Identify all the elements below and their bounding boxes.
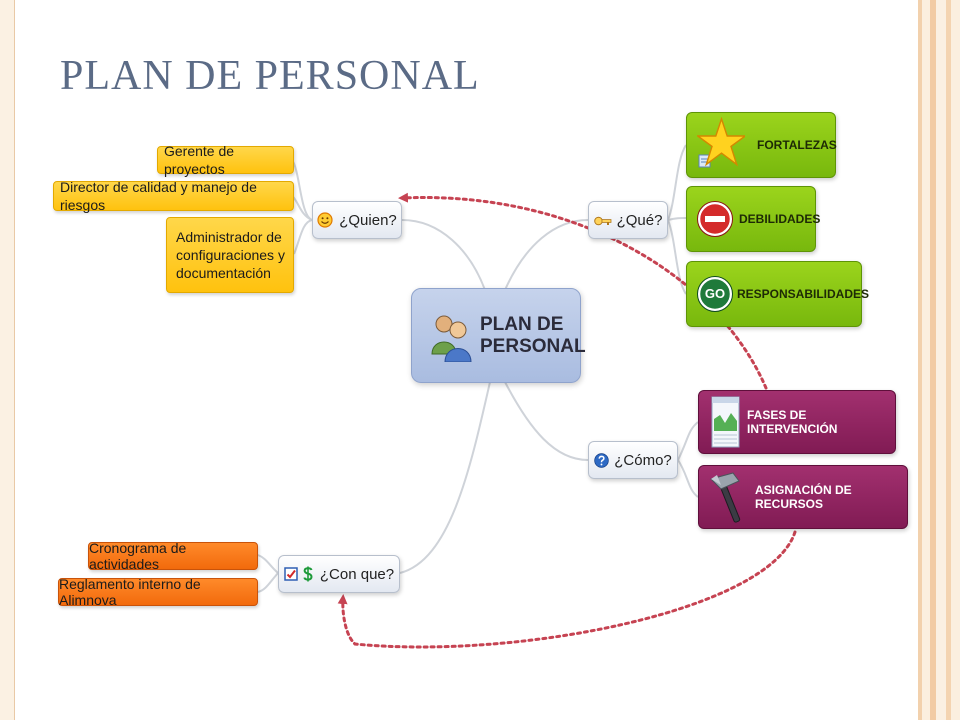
center-node-label-line1: PLAN DE <box>480 313 564 335</box>
connector-como-fases <box>677 421 699 461</box>
connector-que-responsabilidades <box>667 219 687 295</box>
checkbox-icon <box>284 567 298 581</box>
center-node[interactable]: PLAN DE PERSONAL <box>411 288 586 383</box>
role-admin-line2: configuraciones y <box>176 247 285 263</box>
slide-right-border <box>918 0 960 720</box>
help-icon <box>594 452 609 468</box>
connector-que-fortalezas <box>667 144 687 221</box>
resource-cronograma-label: Cronograma de actividades <box>89 540 187 572</box>
role-administrador-configuraciones[interactable]: Administrador de configuraciones y docum… <box>166 217 294 293</box>
hammer-icon <box>707 469 747 525</box>
topic-asignacion-recursos[interactable]: ASIGNACIÓN DE RECURSOS <box>698 465 908 529</box>
connector-como-asignacion <box>677 459 699 498</box>
slide-left-border <box>0 0 15 720</box>
relationship-fases-to-quien <box>398 192 768 390</box>
connector-que-debilidades <box>667 217 687 221</box>
topic-debilidades-label: DEBILIDADES <box>739 212 821 226</box>
topic-fases-intervencion-label: FASES DE INTERVENCIÓN <box>747 408 838 436</box>
relationship-asignacion-to-conque <box>337 530 797 649</box>
role-admin-line1: Administrador de <box>176 229 282 245</box>
topic-fortalezas-label: FORTALEZAS <box>757 138 837 152</box>
topic-debilidades[interactable]: DEBILIDADES <box>686 186 820 252</box>
topic-responsabilidades-label: RESPONSABILIDADES <box>737 287 870 301</box>
calendar-icon <box>711 395 741 449</box>
branch-quien[interactable]: ¿Quien? <box>312 201 402 239</box>
topic-fortalezas[interactable]: FORTALEZAS <box>686 112 837 178</box>
smiley-icon <box>317 212 333 228</box>
connector-center-como <box>504 381 589 461</box>
people-icon <box>430 310 472 362</box>
stop-icon <box>697 201 733 237</box>
resource-cronograma[interactable]: Cronograma de actividades <box>88 540 258 572</box>
resource-reglamento-label: Reglamento interno de Alimnova <box>59 576 201 608</box>
branch-con-que[interactable]: ¿Con que? <box>278 555 400 593</box>
go-icon-text: GO <box>704 286 726 301</box>
branch-como-label: ¿Cómo? <box>614 451 672 469</box>
key-icon <box>593 214 612 226</box>
center-node-label-line2: PERSONAL <box>480 335 586 357</box>
resource-reglamento[interactable]: Reglamento interno de Alimnova <box>58 576 258 608</box>
branch-que[interactable]: ¿Qué? <box>588 201 668 239</box>
connector-center-que <box>504 219 589 291</box>
dollar-icon <box>302 566 314 582</box>
go-icon: GO <box>697 276 733 312</box>
connector-conque-reglamento <box>257 572 279 593</box>
role-director-calidad-label: Director de calidad y manejo de riesgos <box>60 179 257 213</box>
branch-quien-label: ¿Quien? <box>339 211 397 229</box>
topic-responsabilidades[interactable]: GO RESPONSABILIDADES <box>686 261 869 327</box>
role-director-calidad[interactable]: Director de calidad y manejo de riesgos <box>53 179 294 213</box>
branch-con-que-label: ¿Con que? <box>319 565 395 583</box>
role-gerente-proyectos-label: Gerente de proyectos <box>164 143 235 177</box>
connector-conque-cronograma <box>257 554 279 574</box>
branch-como[interactable]: ¿Cómo? <box>588 441 678 479</box>
slide-title: PLAN DE PERSONAL <box>60 53 480 99</box>
star-icon <box>695 116 748 173</box>
role-gerente-proyectos[interactable]: Gerente de proyectos <box>157 143 294 177</box>
topic-asignacion-recursos-label: ASIGNACIÓN DE RECURSOS <box>755 483 852 511</box>
connector-center-quien <box>401 219 486 291</box>
role-admin-line3: documentación <box>176 265 271 281</box>
connector-quien-admin <box>293 219 313 255</box>
topic-fases-intervencion[interactable]: FASES DE INTERVENCIÓN <box>698 390 896 454</box>
branch-que-label: ¿Qué? <box>616 211 663 229</box>
connector-center-conque <box>399 381 491 574</box>
